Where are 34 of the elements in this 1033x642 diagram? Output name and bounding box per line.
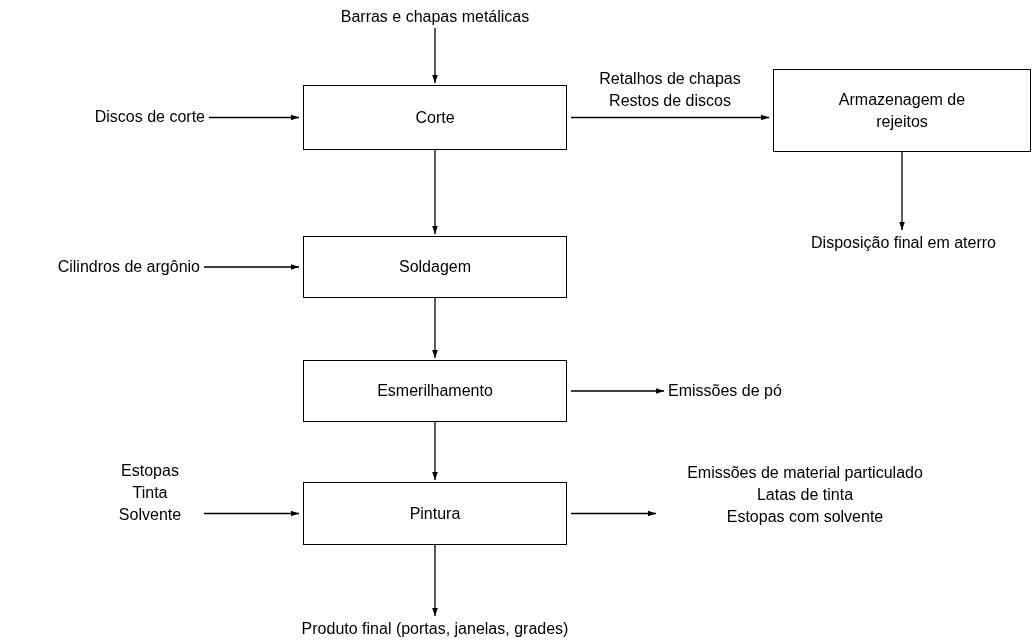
process-box: [303, 85, 567, 150]
arrow: [899, 151, 905, 231]
flow-text: Solvente: [118, 505, 182, 525]
flow-text: Estopas com solvente: [726, 507, 884, 527]
arrow: [432, 149, 438, 235]
flow-text: Estopas: [121, 461, 179, 481]
flow-text: Produto final (portas, janelas, grades): [301, 619, 569, 639]
process-box: [303, 482, 567, 545]
arrow: [432, 421, 438, 481]
arrow: [570, 114, 770, 121]
flow-text: Discos de corte: [94, 107, 205, 127]
process-box: [303, 360, 567, 422]
box-label: Corte: [414, 107, 456, 128]
process-box: [773, 69, 1031, 152]
flow-text: Cilindros de argônio: [57, 257, 200, 277]
flow-text: Tinta: [132, 483, 168, 503]
process-box: [303, 236, 567, 298]
arrow: [432, 297, 438, 359]
flow-text: Emissões de pó: [668, 381, 782, 401]
flow-text: Latas de tinta: [756, 485, 854, 505]
box-label: Soldagem: [397, 257, 472, 277]
flow-text: Emissões de material particulado: [687, 463, 923, 483]
arrow: [432, 27, 438, 84]
box-label: Armazenagem de rejeitos: [837, 89, 967, 132]
arrow: [208, 114, 300, 121]
arrow: [203, 264, 300, 270]
arrow: [203, 510, 300, 517]
arrow: [432, 544, 438, 617]
box-label: Pintura: [408, 503, 462, 524]
box-label: Esmerilhamento: [376, 381, 494, 401]
arrow: [570, 510, 657, 517]
flow-text: Disposição final em aterro: [811, 233, 996, 253]
flow-text: Barras e chapas metálicas: [340, 7, 530, 27]
arrow: [570, 388, 665, 394]
